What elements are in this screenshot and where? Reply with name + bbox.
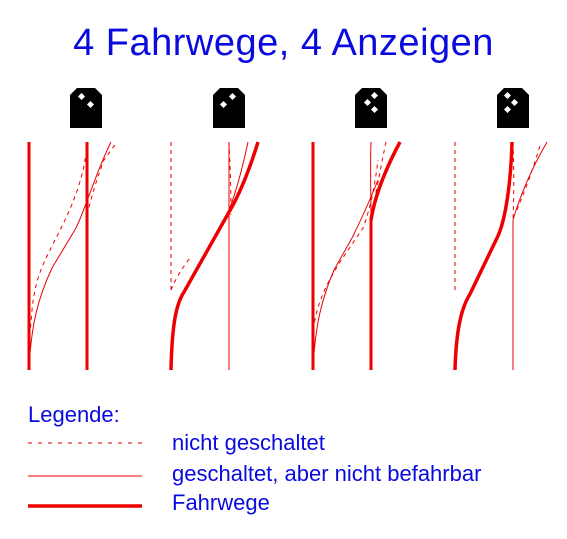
track-group-4 (453, 141, 548, 371)
track-group-2 (169, 141, 260, 371)
legend-label-switched-not-passable: geschaltet, aber nicht befahrbar (172, 461, 482, 486)
signal-1 (70, 88, 102, 128)
legend-heading: Legende: (28, 402, 120, 427)
signal-2 (213, 88, 245, 128)
track-group-1 (27, 141, 118, 371)
legend-label-routes: Fahrwege (172, 490, 270, 515)
signal-3 (355, 88, 387, 128)
track-group-3 (311, 141, 402, 371)
signal-4 (497, 88, 529, 128)
diagram-title: 4 Fahrwege, 4 Anzeigen (73, 22, 494, 64)
legend-label-not-switched: nicht geschaltet (172, 430, 325, 455)
